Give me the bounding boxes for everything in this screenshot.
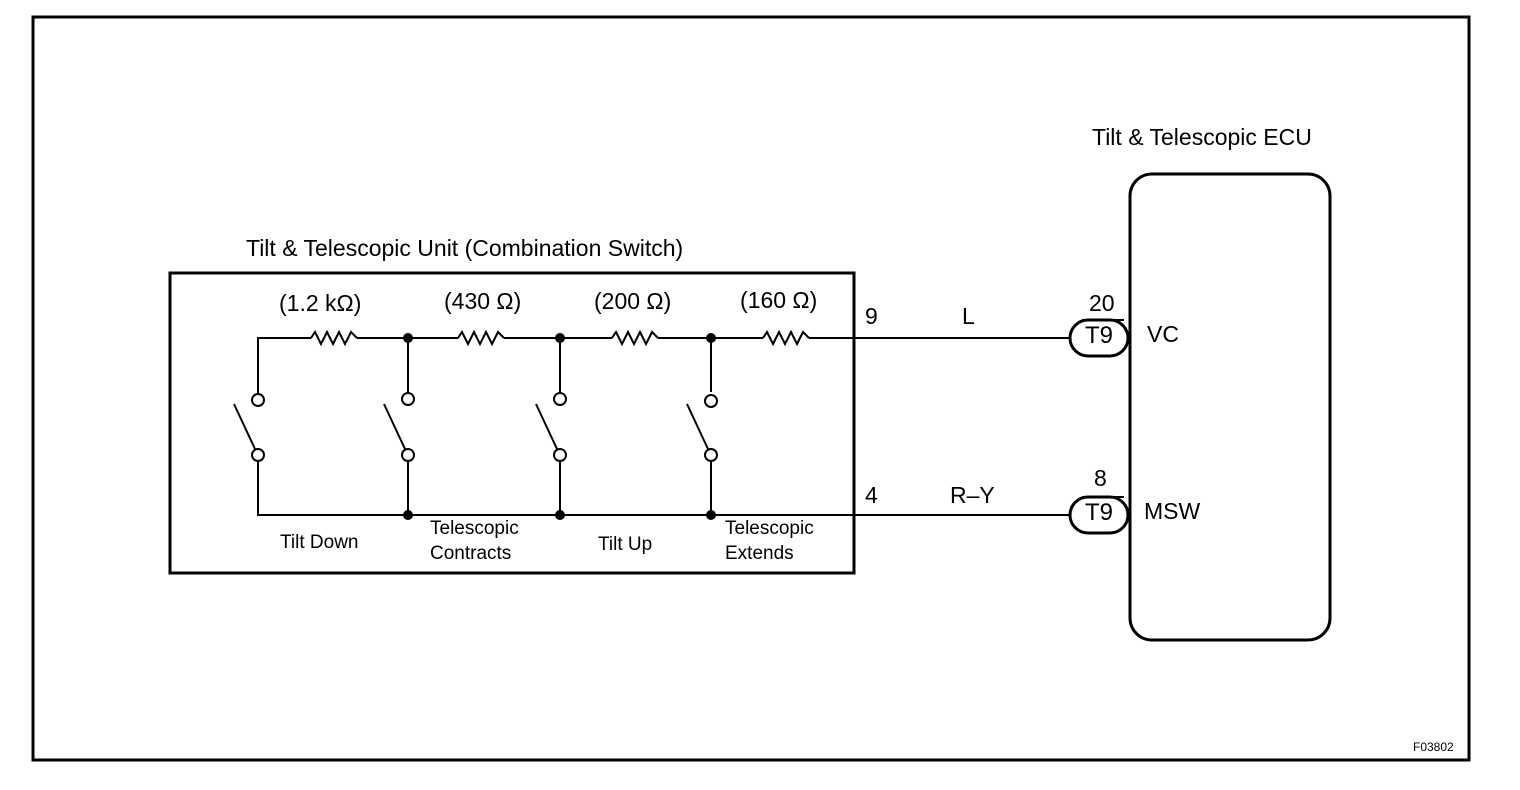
- pin-label-4: 4: [865, 482, 878, 508]
- ecu-pin-number-top: 20: [1089, 290, 1115, 316]
- connector-label-top: T9: [1085, 322, 1114, 349]
- pin-label-9: 9: [865, 303, 878, 329]
- ecu-terminal-vc: VC: [1147, 321, 1179, 347]
- wire-color-bottom: R–Y: [950, 482, 995, 508]
- ecu-pin-number-bottom: 8: [1094, 465, 1107, 491]
- switch-label-tilt-up: Tilt Up: [598, 534, 653, 555]
- resistor-4: [762, 329, 810, 347]
- connector-label-bottom: T9: [1085, 499, 1114, 526]
- ecu-terminal-msw: MSW: [1144, 498, 1201, 524]
- ecu-box: [1128, 172, 1332, 642]
- resistor-1: [310, 329, 358, 347]
- combination-switch-box: [168, 271, 856, 575]
- bottom-bus: [257, 460, 1070, 516]
- outer-frame: [31, 15, 1471, 762]
- switch-label-telescopic-extends: Telescopic Extends: [725, 518, 814, 564]
- switch-label-telescopic-contracts: Telescopic Contracts: [430, 518, 519, 564]
- unit-title: Tilt & Telescopic Unit (Combination Swit…: [246, 235, 684, 261]
- resistor-3: [611, 329, 659, 347]
- resistor-label-3: (200 Ω): [594, 288, 672, 314]
- resistor-label-1: (1.2 kΩ): [279, 290, 362, 316]
- resistor-2: [457, 329, 505, 347]
- figure-code: F03802: [1413, 740, 1454, 754]
- ecu-title: Tilt & Telescopic ECU: [1092, 124, 1312, 150]
- resistor-label-2: (430 Ω): [444, 288, 522, 314]
- resistor-label-4: (160 Ω): [740, 287, 818, 313]
- switch-label-tilt-down: Tilt Down: [280, 532, 359, 553]
- switch-contacts: [251, 392, 718, 462]
- wire-color-top: L: [962, 303, 975, 329]
- switch-branches: [233, 338, 712, 515]
- junction-dots: [403, 333, 716, 520]
- top-bus: [257, 329, 1070, 396]
